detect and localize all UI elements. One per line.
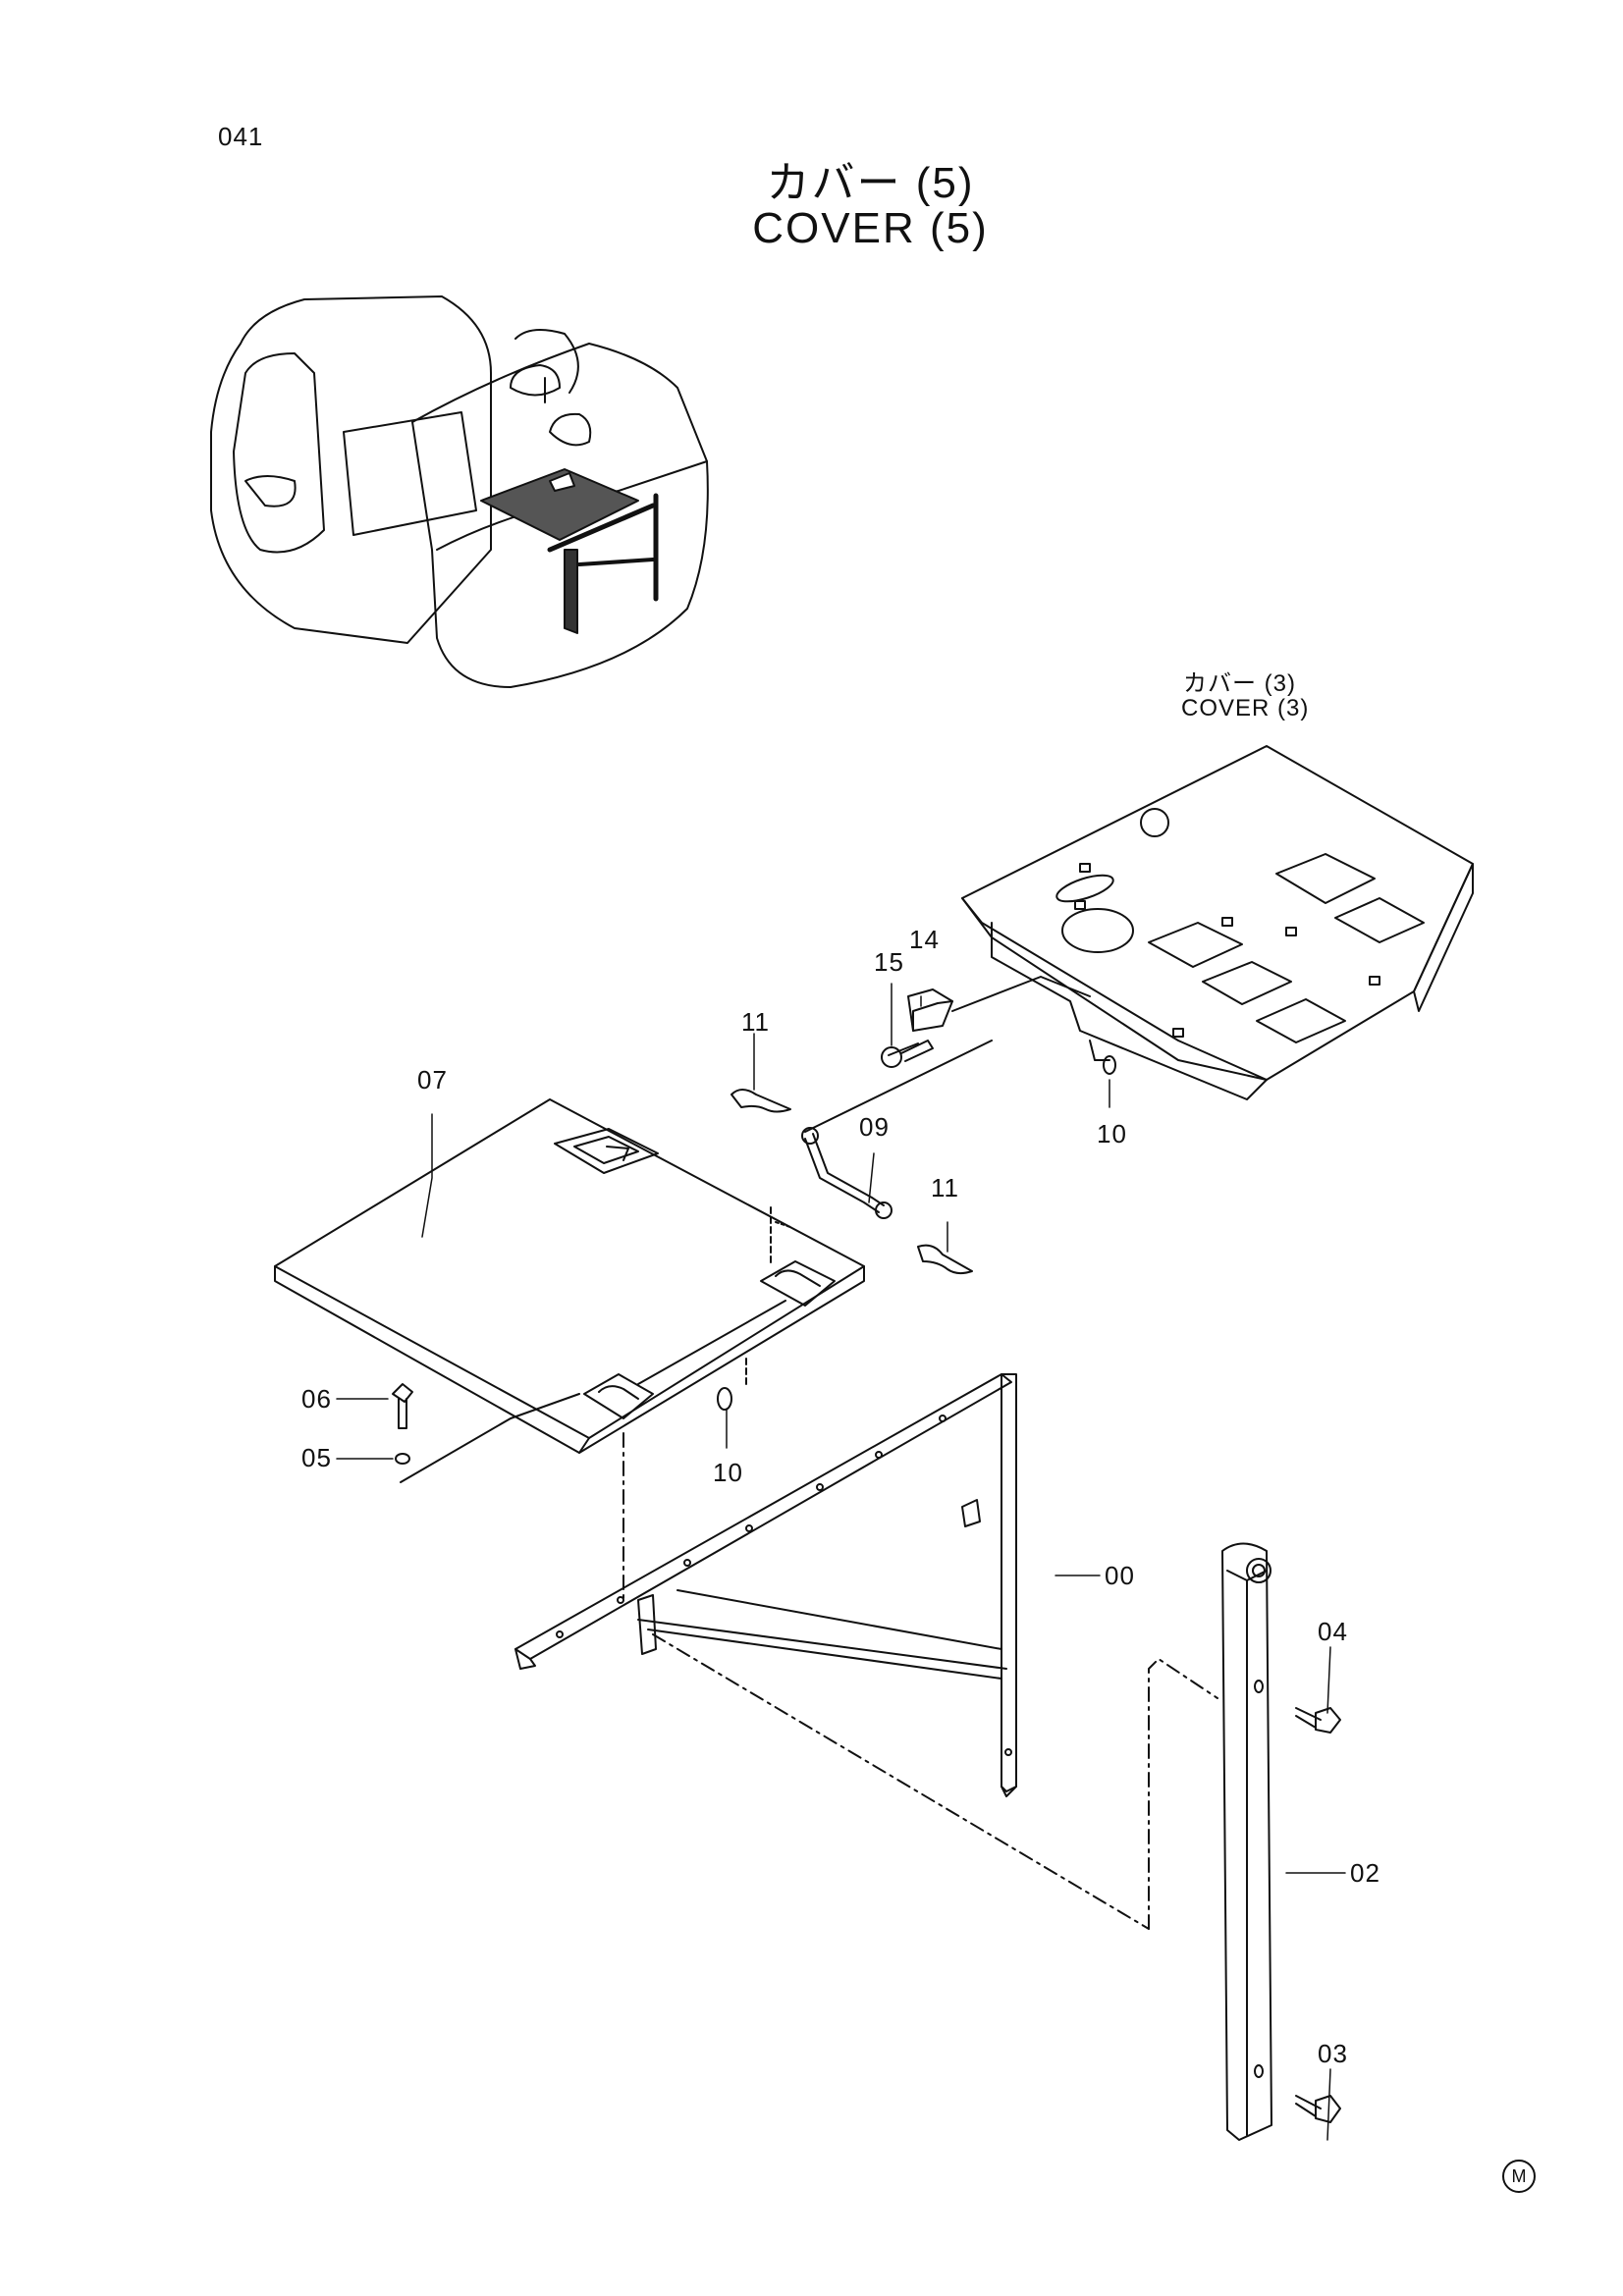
washer-upper — [1089, 1040, 1116, 1075]
callout-10-upper: 10 — [1097, 1119, 1127, 1148]
callout-11-upper: 11 — [741, 1007, 770, 1037]
callout-15: 15 — [874, 947, 904, 977]
callout-06: 06 — [301, 1384, 332, 1414]
callout-03: 03 — [1318, 2039, 1348, 2068]
support-bracket — [514, 1373, 1218, 1930]
callout-10-lower: 10 — [713, 1458, 743, 1487]
callout-09: 09 — [859, 1112, 890, 1142]
machine-overview-sketch — [210, 295, 709, 688]
page-number: 041 — [218, 122, 264, 151]
leader-lines — [336, 983, 1346, 2141]
reference-label-english: COVER (3) — [1181, 695, 1310, 721]
callout-11-lower: 11 — [931, 1173, 959, 1202]
bolt-and-washer — [392, 1383, 732, 1483]
reference-label-japanese: カバー (3) — [1183, 670, 1296, 697]
reference-cover-3-plate — [961, 745, 1474, 1100]
callout-02: 02 — [1350, 1858, 1380, 1888]
stopper-and-bolt — [804, 976, 1091, 1133]
manufacturer-mark: M — [1502, 2160, 1536, 2193]
title-english: COVER (5) — [752, 204, 989, 252]
callout-04: 04 — [1318, 1617, 1348, 1646]
callout-07: 07 — [417, 1065, 448, 1095]
callout-14: 14 — [909, 925, 940, 954]
title-japanese: カバー (5) — [766, 159, 975, 207]
stay-rod — [730, 1089, 973, 1275]
stay-arm — [1221, 1542, 1341, 2141]
callout-05: 05 — [301, 1443, 332, 1472]
callout-00: 00 — [1105, 1561, 1135, 1590]
cover-plate — [274, 1098, 865, 1454]
